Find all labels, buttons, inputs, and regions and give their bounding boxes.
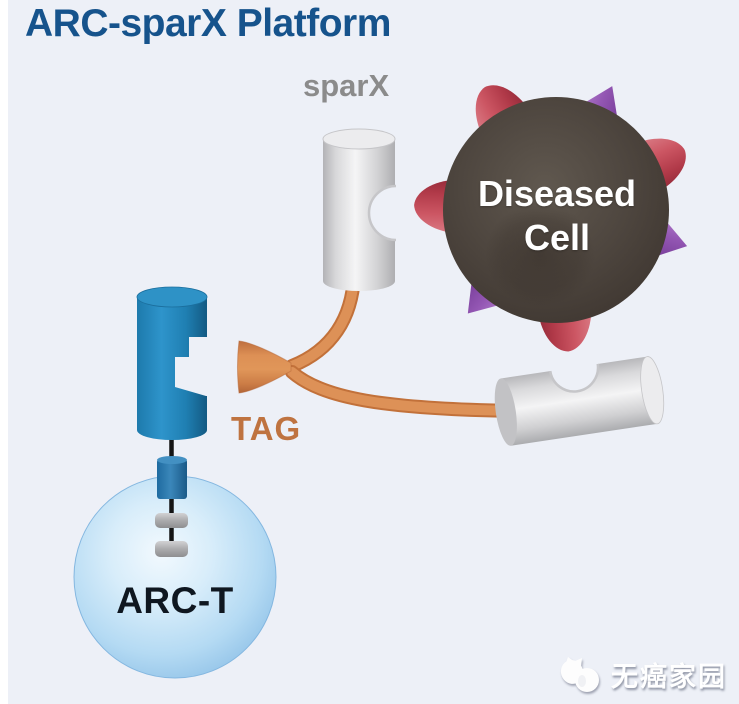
arc-receptor	[136, 286, 209, 440]
sparx-antibody-top	[322, 128, 423, 291]
cell-nucleus	[485, 203, 595, 307]
sparx-top-binding-notch	[369, 186, 423, 240]
sparx-antibody-bottom	[494, 343, 665, 446]
diseased-cell	[414, 85, 688, 352]
watermark-mascot-icon	[560, 657, 599, 692]
arc-t-cell	[73, 475, 277, 679]
small-blue-domain	[157, 456, 187, 499]
diseased-cell-label: Diseased Cell	[452, 172, 662, 260]
costim-discs	[155, 513, 188, 557]
arc-t-label: ARC-T	[116, 580, 234, 621]
watermark: 无癌家园	[558, 654, 727, 694]
arc-receptor-stem	[155, 428, 188, 557]
watermark-text: 无癌家园	[611, 661, 727, 692]
arc-receptor-binding-notch	[175, 337, 209, 396]
sparx-bottom-binding-notch	[549, 343, 598, 392]
diseased-cell-label-line2: Cell	[523, 216, 591, 258]
diseased-cell-label-line1: Diseased	[477, 173, 637, 214]
page-title: ARC-sparX Platform	[25, 2, 391, 45]
tag-cone	[237, 340, 292, 394]
left-edge-strip	[0, 0, 8, 704]
sparx-label: sparX	[303, 68, 390, 103]
tag-label: TAG	[231, 410, 302, 447]
